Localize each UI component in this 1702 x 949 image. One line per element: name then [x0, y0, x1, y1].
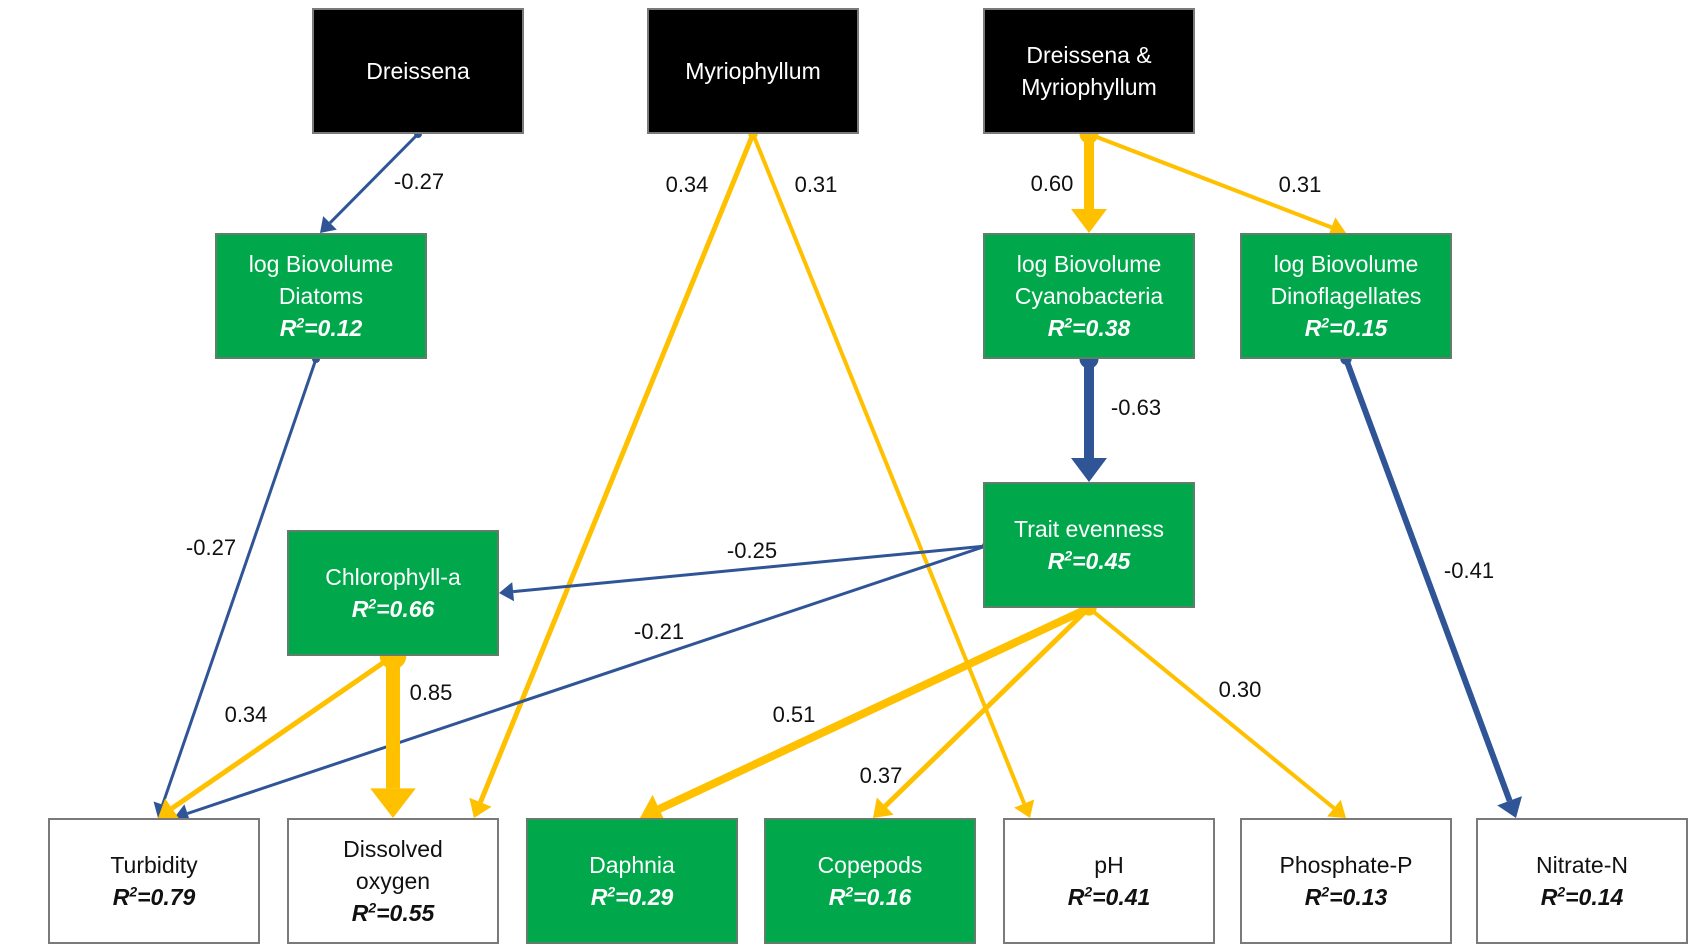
node-label-line: Nitrate-N	[1535, 852, 1628, 878]
node-label-line: Dissolved	[343, 836, 443, 862]
path-coefficient-label: 0.31	[1278, 172, 1322, 197]
node-label-line: Dreissena	[366, 58, 470, 84]
node-dreissena-myriophyllum: Dreissena & Myriophyllum	[983, 8, 1195, 134]
edge-line	[512, 544, 987, 594]
node-label-line: Dreissena &	[1026, 42, 1152, 68]
node-label-line: pH	[1094, 852, 1124, 878]
arrowhead	[1071, 458, 1107, 482]
path-coefficient-label: -0.25	[726, 538, 778, 563]
edge-line	[161, 358, 318, 806]
arrowhead	[1014, 799, 1035, 818]
node-label-line: log Biovolume	[1273, 251, 1419, 277]
node-label-line: Myriophyllum	[685, 58, 821, 84]
node-nitrate: Nitrate-N R2=0.14	[1476, 818, 1688, 944]
node-label-line: Myriophyllum	[1021, 74, 1157, 100]
arrowhead	[640, 794, 666, 824]
path-coefficient-label: 0.51	[772, 702, 816, 727]
edges-layer	[153, 124, 1522, 824]
edge-line	[170, 653, 395, 811]
path-coefficient-label: -0.27	[185, 535, 237, 560]
edge-cyanobacteria-to-trait-evenness	[1071, 349, 1107, 482]
arrowhead	[370, 788, 416, 818]
edge-line	[1087, 606, 1336, 810]
edge-line	[478, 133, 756, 804]
edge-line	[1343, 357, 1513, 802]
r-squared-label: R2=0.41	[1067, 883, 1151, 910]
path-coefficient-label: 0.34	[224, 702, 268, 727]
edge-chlorophyll-to-turbidity	[158, 651, 398, 819]
arrowhead	[158, 798, 179, 819]
path-coefficient-label: 0.30	[1218, 677, 1262, 702]
node-label-line: Chlorophyll-a	[325, 564, 461, 590]
path-coefficient-label: 0.85	[409, 680, 453, 705]
path-coefficient-label: -0.27	[393, 169, 445, 194]
arrowhead	[1327, 217, 1346, 238]
edge-line	[883, 606, 1091, 808]
arrowhead	[873, 797, 894, 818]
path-coefficient-label: 0.34	[665, 172, 709, 197]
r-squared-label: R2=0.29	[590, 883, 674, 910]
arrowhead	[1071, 209, 1107, 233]
node-label-line: Phosphate-P	[1279, 852, 1413, 878]
node-label-line: Dinoflagellates	[1270, 283, 1422, 309]
edge-trait-evenness-to-phosphate	[1085, 604, 1346, 818]
node-phosphate: Phosphate-P R2=0.13	[1240, 818, 1452, 944]
node-label-line: oxygen	[355, 868, 431, 894]
node-label-line: Copepods	[817, 852, 923, 878]
r-squared-label: R2=0.66	[351, 595, 435, 622]
r-squared-label: R2=0.16	[828, 883, 912, 910]
node-label-line: Turbidity	[110, 852, 198, 878]
edge-line	[186, 544, 987, 815]
edge-dinoflagellates-to-nitrate	[1340, 353, 1522, 818]
arrowhead	[1497, 796, 1522, 818]
r-squared-label: R2=0.55	[351, 899, 435, 926]
arrowhead	[499, 582, 515, 602]
r-squared-label: R2=0.38	[1047, 314, 1131, 341]
node-ph: pH R2=0.41	[1003, 818, 1215, 944]
node-dreissena: Dreissena	[312, 8, 524, 134]
edge-line	[1088, 132, 1333, 230]
path-coefficient-label: 0.37	[859, 763, 903, 788]
r-squared-label: R2=0.13	[1304, 883, 1388, 910]
node-label-line: log Biovolume	[248, 251, 394, 277]
edge-line	[657, 604, 1091, 813]
arrowhead	[469, 797, 492, 818]
path-coefficient-label: -0.63	[1110, 395, 1162, 420]
r-squared-label: R2=0.79	[112, 883, 196, 910]
edge-line	[751, 133, 1026, 805]
node-label-line: Daphnia	[589, 852, 675, 878]
edge-trait-evenness-to-daphnia	[640, 600, 1097, 824]
path-coefficient-label: 0.31	[794, 172, 838, 197]
path-coefficient-label: -0.21	[633, 619, 685, 644]
node-label-line: log Biovolume	[1016, 251, 1162, 277]
node-label-line: Trait evenness	[1014, 516, 1164, 542]
node-label-line: Cyanobacteria	[1014, 283, 1164, 309]
node-myriophyllum: Myriophyllum	[647, 8, 859, 134]
path-coefficient-label: 0.60	[1030, 171, 1074, 196]
arrowhead	[1327, 799, 1346, 818]
node-label-line: Diatoms	[278, 283, 364, 309]
r-squared-label: R2=0.14	[1540, 883, 1624, 910]
edge-myriophyllum-to-dissolved-oxygen	[469, 129, 758, 818]
r-squared-label: R2=0.45	[1047, 547, 1131, 574]
edge-trait-evenness-to-copepods	[873, 603, 1094, 818]
path-coefficient-label: -0.41	[1443, 558, 1495, 583]
edge-line	[328, 132, 420, 224]
arrowhead	[320, 216, 337, 233]
r-squared-label: R2=0.12	[279, 314, 363, 341]
r-squared-label: R2=0.15	[1304, 314, 1388, 341]
